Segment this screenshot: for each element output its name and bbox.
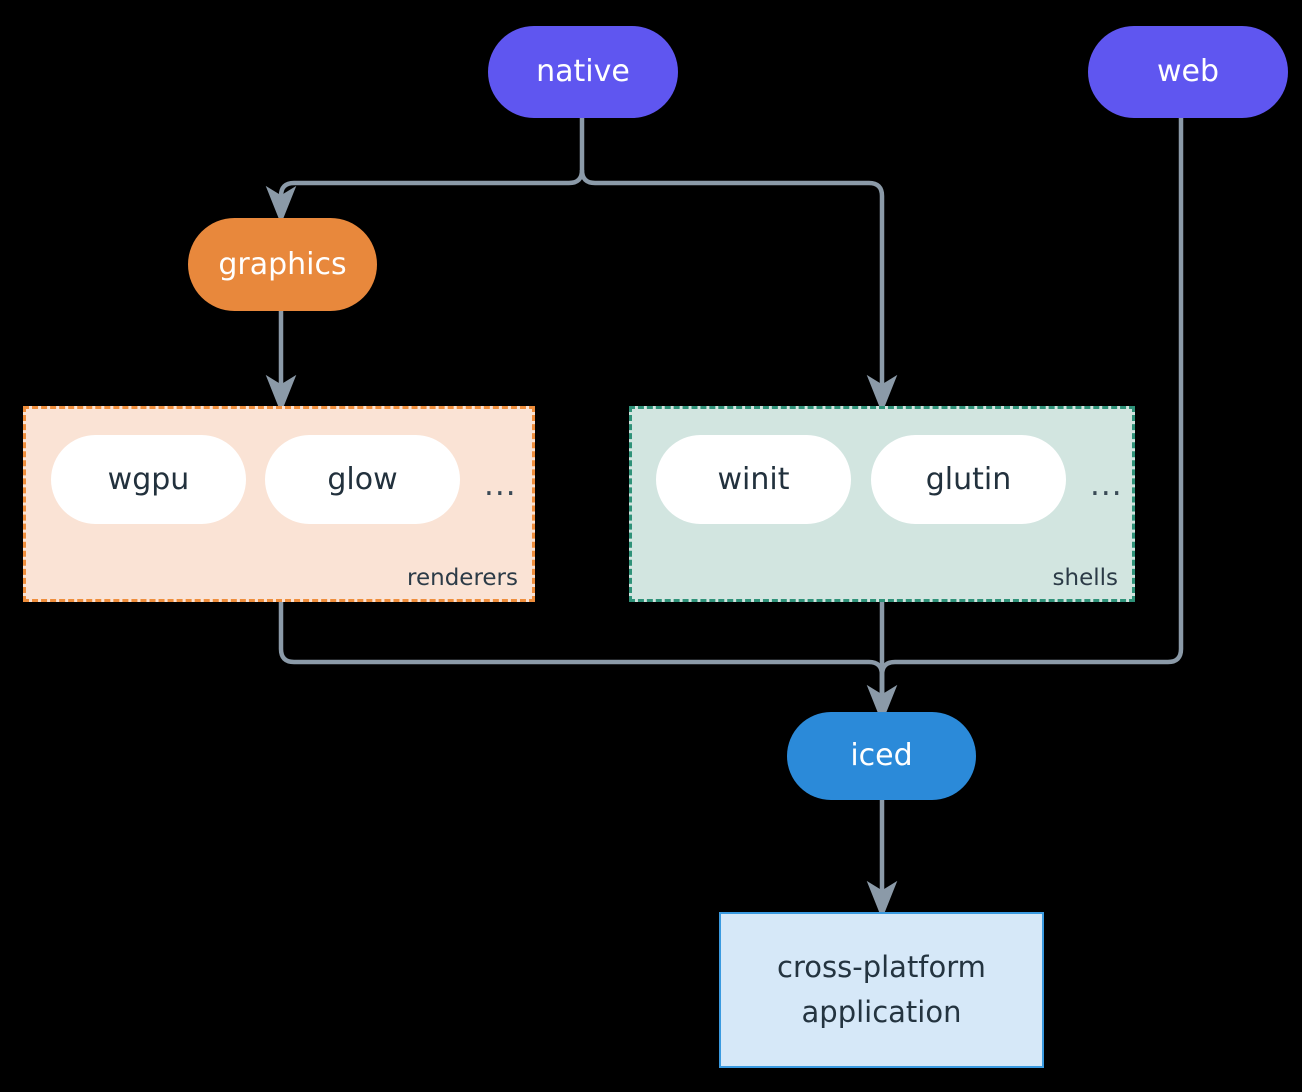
leaf-glutin[interactable]: glutin: [871, 435, 1066, 524]
group-shells: winit glutin ... shells: [629, 406, 1135, 602]
group-renderers-label: renderers: [407, 565, 518, 591]
node-application-label-line2: application: [801, 995, 962, 1029]
group-renderers: wgpu glow ... renderers: [23, 406, 535, 602]
edge-renderers-iced: [278, 601, 898, 724]
leaf-glow-label: glow: [327, 462, 398, 497]
node-iced[interactable]: iced: [787, 712, 976, 800]
node-iced-label: iced: [850, 738, 913, 774]
leaf-winit[interactable]: winit: [656, 435, 851, 524]
node-application[interactable]: cross-platform application: [719, 912, 1044, 1068]
leaf-wgpu-label: wgpu: [107, 462, 190, 497]
leaf-winit-label: winit: [717, 462, 790, 497]
node-native[interactable]: native: [488, 26, 678, 118]
leaf-glow[interactable]: glow: [265, 435, 460, 524]
node-graphics[interactable]: graphics: [188, 218, 377, 311]
node-web-label: web: [1156, 54, 1220, 90]
node-application-label-line1: cross-platform: [777, 950, 986, 985]
shells-overflow-ellipsis: ...: [1090, 467, 1123, 503]
edge-native-bus: [265, 118, 585, 225]
edge-native-shells: [579, 169, 898, 414]
leaf-glutin-label: glutin: [925, 462, 1012, 497]
node-graphics-label: graphics: [218, 246, 347, 282]
leaf-wgpu[interactable]: wgpu: [51, 435, 246, 524]
renderers-overflow-ellipsis: ...: [484, 467, 517, 503]
node-web[interactable]: web: [1088, 26, 1288, 118]
group-shells-label: shells: [1052, 565, 1118, 591]
node-native-label: native: [536, 54, 630, 90]
